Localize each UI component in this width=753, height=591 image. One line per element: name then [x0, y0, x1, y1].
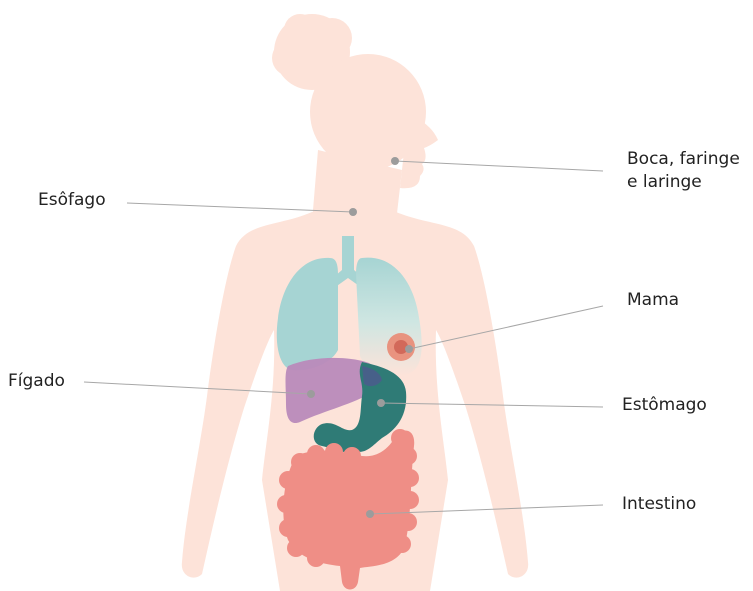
label-stomach: Estômago	[622, 394, 707, 416]
label-breast: Mama	[627, 289, 679, 311]
label-intestine: Intestino	[622, 493, 696, 515]
dot-liver	[307, 390, 315, 398]
dot-stomach	[377, 399, 385, 407]
label-liver: Fígado	[8, 370, 65, 392]
leader-mouth	[395, 161, 603, 171]
label-mouth-line2: e laringe	[627, 171, 702, 193]
label-esophagus: Esôfago	[38, 189, 106, 211]
dot-mouth	[391, 157, 399, 165]
label-mouth-line1: Boca, faringe	[627, 148, 740, 170]
dot-esophagus	[349, 208, 357, 216]
dot-intestine	[366, 510, 374, 518]
dot-breast	[405, 345, 413, 353]
